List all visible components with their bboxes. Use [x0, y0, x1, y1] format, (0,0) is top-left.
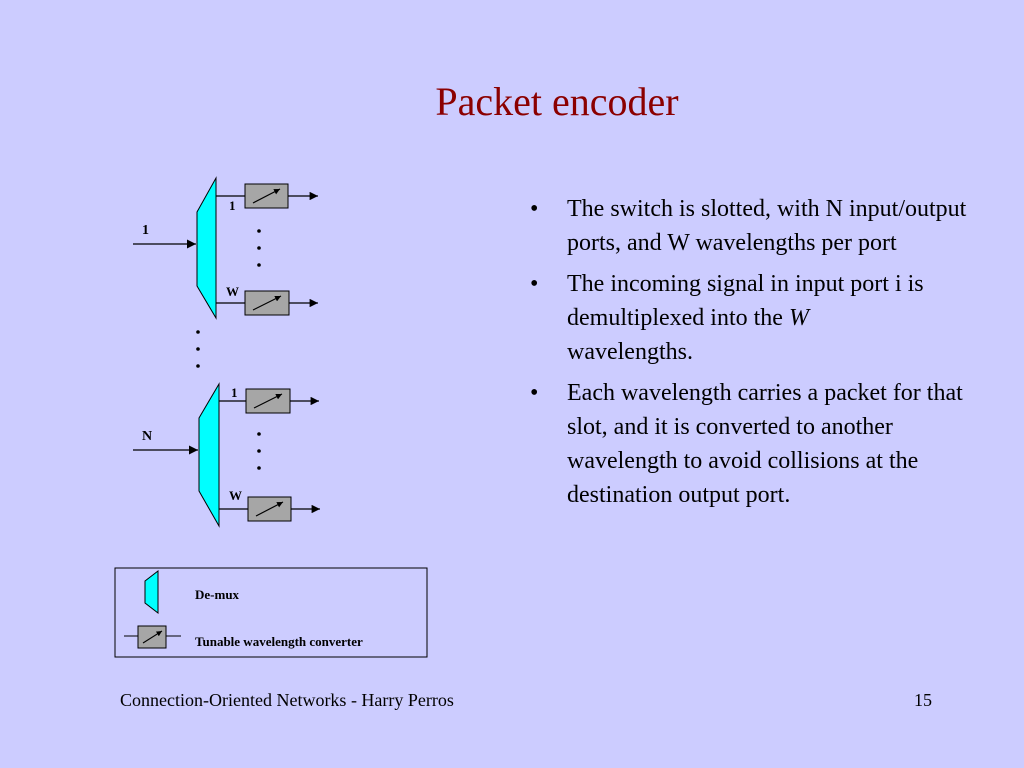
demux-top	[196, 176, 217, 320]
bullet-item: The incoming signal in input port i is d…	[530, 267, 970, 369]
bullet-list: The switch is slotted, with N input/outp…	[530, 192, 970, 519]
bullet-text: The incoming signal in input port i is d…	[567, 271, 924, 331]
converter-bottom-1	[245, 388, 291, 414]
bullet-text: Each wavelength carries a packet for tha…	[567, 380, 963, 508]
converter-bottom-w	[247, 496, 292, 522]
output-label-bottom-1: 1	[231, 385, 238, 400]
output-label-bottom-w: W	[229, 488, 242, 503]
ellipsis-top	[257, 229, 261, 267]
bullet-item: The switch is slotted, with N input/outp…	[530, 192, 970, 260]
page-number: 15	[914, 690, 932, 710]
legend-box: De-mux Tunable wavelength converter	[114, 567, 428, 658]
legend-converter-label: Tunable wavelength converter	[195, 634, 363, 649]
bullet-text: The switch is slotted, with N input/outp…	[567, 196, 967, 256]
converter-top-1	[244, 183, 289, 209]
output-label-top-w: W	[226, 284, 239, 299]
demux-bottom	[198, 382, 220, 528]
footer-credit: Connection-Oriented Networks - Harry Per…	[120, 690, 454, 710]
legend-demux-label: De-mux	[195, 587, 240, 602]
demux-group-top: 1 1 W	[133, 176, 318, 320]
ellipsis-bottom	[257, 432, 261, 470]
packet-encoder-diagram: 1 1 W N 1	[114, 176, 428, 658]
converter-top-w	[244, 290, 290, 316]
output-label-top-1: 1	[229, 198, 236, 213]
bullet-text-cont: wavelengths.	[567, 339, 693, 365]
legend-demux-icon	[144, 569, 159, 615]
slide-title: Packet encoder	[435, 79, 679, 124]
input-label-bottom: N	[142, 429, 152, 444]
legend-converter-icon	[137, 625, 167, 649]
bullet-italic-w: W	[788, 305, 809, 331]
bullet-item: Each wavelength carries a packet for tha…	[530, 376, 970, 512]
demux-group-bottom: N 1 W	[133, 382, 320, 528]
input-label-top: 1	[142, 223, 149, 238]
ellipsis-between-groups	[196, 330, 200, 368]
